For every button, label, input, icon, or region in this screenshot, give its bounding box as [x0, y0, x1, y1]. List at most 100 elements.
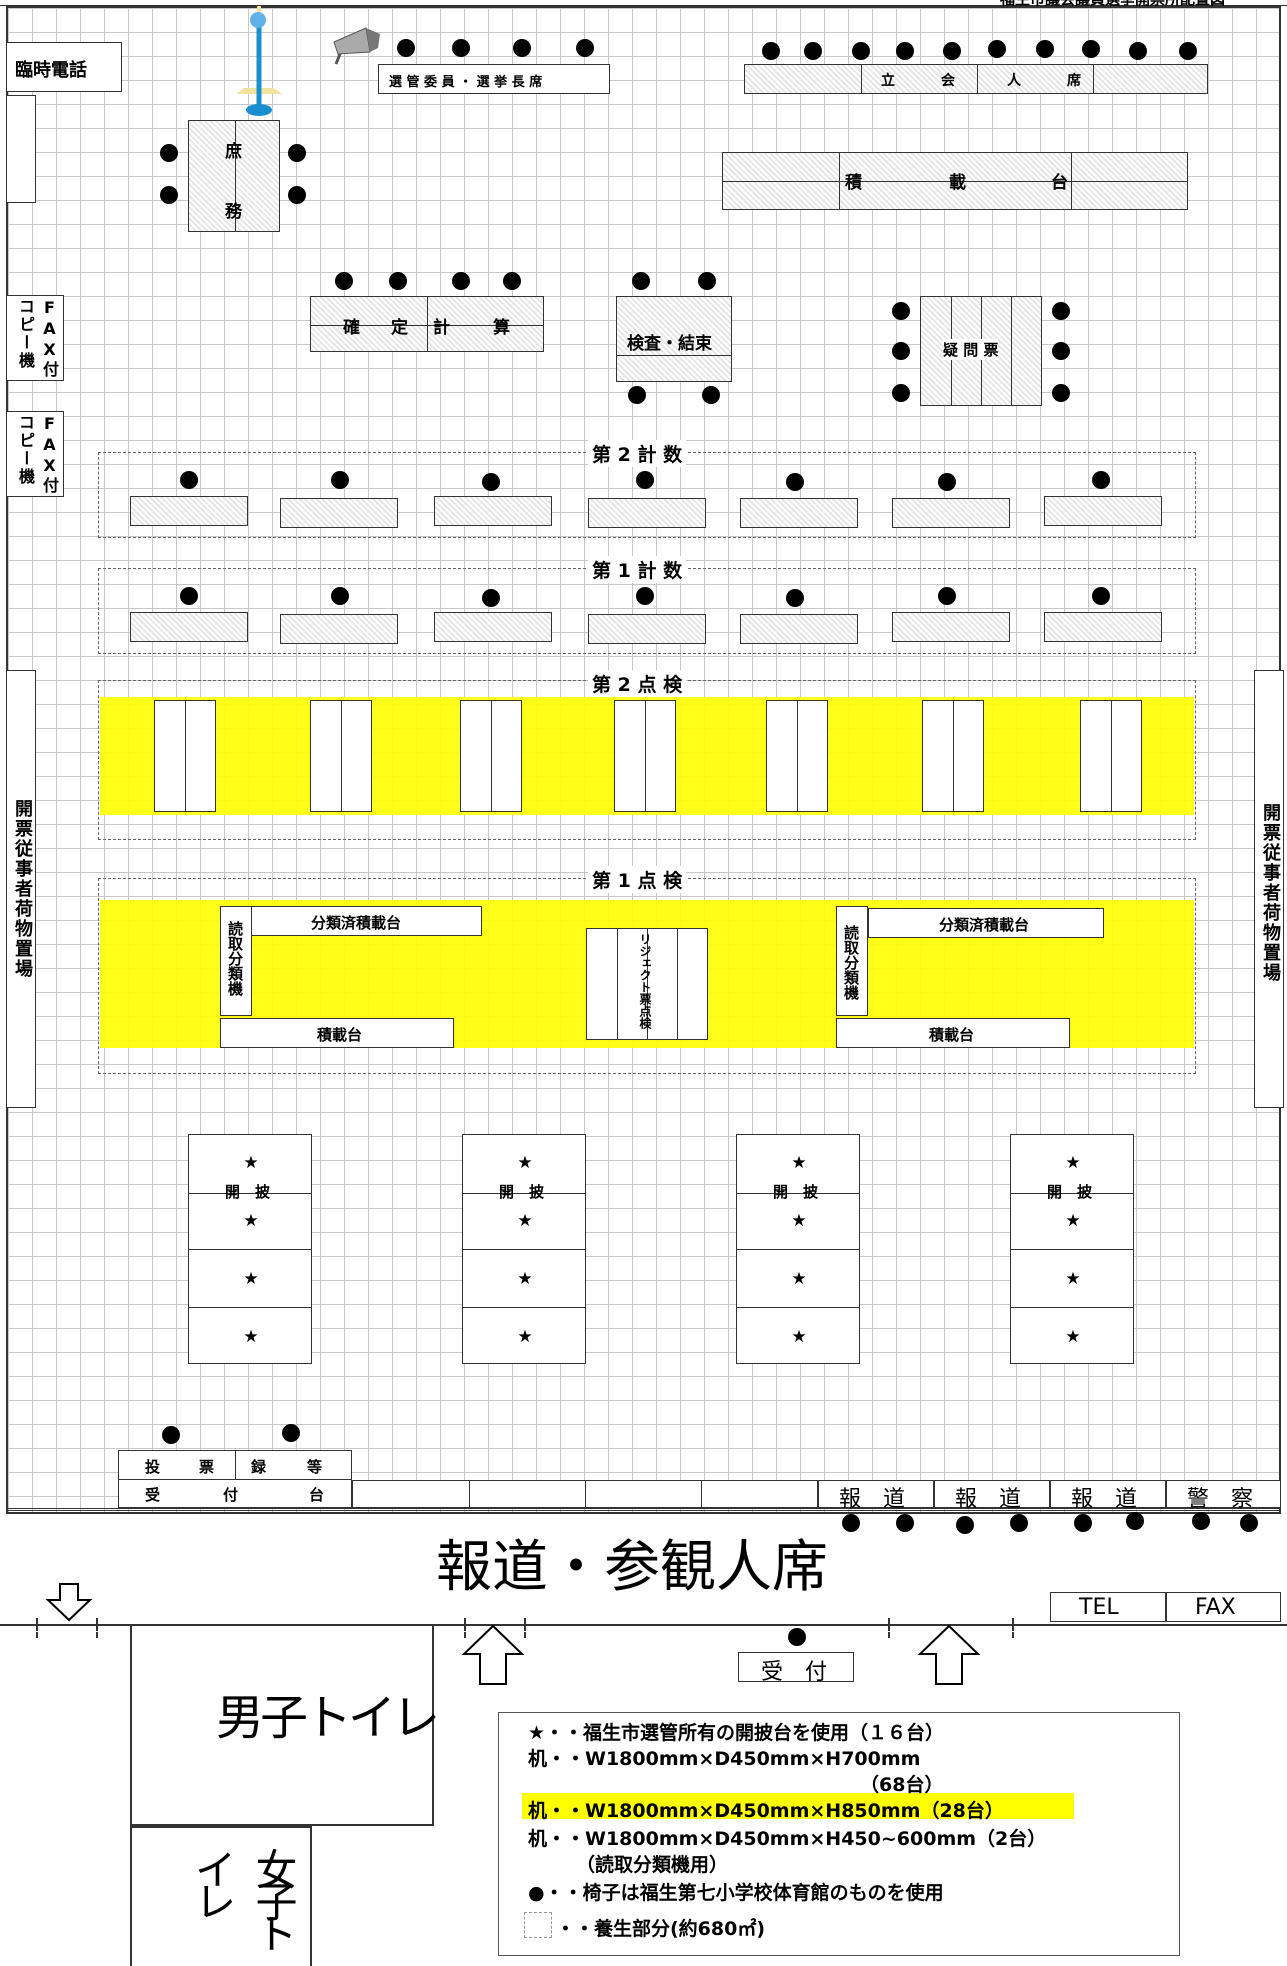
chair-icon [636, 587, 654, 605]
chair-icon [892, 302, 910, 320]
chair-icon [282, 1424, 300, 1442]
chair-icon [892, 384, 910, 402]
loading-label-3: 台 [1051, 173, 1068, 193]
male-toilet: 男子トイレ [130, 1624, 440, 1826]
chair-icon [160, 144, 178, 162]
reject-vdivider [677, 929, 678, 1039]
loading-label-2: 載 [949, 173, 966, 193]
chair-icon [956, 1516, 974, 1534]
reject-label: リジェクト票点検 [638, 933, 652, 1029]
reception-vdivider [235, 1451, 236, 1479]
open-divider [737, 1249, 859, 1250]
desk-divider [1111, 701, 1112, 811]
chair-icon [786, 589, 804, 607]
witness-label-1: 立 [881, 73, 895, 89]
copy-label-2: コピー機 [16, 414, 35, 486]
fax-box: FAX [1166, 1592, 1281, 1622]
chair-icon [482, 589, 500, 607]
reception-divider [119, 1479, 351, 1480]
chair-icon [1074, 1514, 1092, 1532]
header-title: 福生市議会議員選挙開票所配置図 [1000, 0, 1225, 9]
reception-r2-3: 台 [309, 1486, 325, 1504]
tel-label: TEL [1079, 1595, 1119, 1620]
chair-icon [938, 587, 956, 605]
star-icon: ★ [1065, 1211, 1081, 1231]
copy-label-1: コピー機 [16, 298, 35, 370]
microphone-icon [236, 6, 282, 116]
desk-divider [185, 701, 186, 811]
loading-desk-left: 積載台 [220, 1018, 454, 1048]
right-baggage-label: 開票従事者荷物置場 [1260, 803, 1281, 983]
sorted-loading-desk-right: 分類済積載台 [868, 908, 1104, 938]
general-divider [235, 121, 236, 231]
rail-divider [585, 1481, 586, 1507]
legend-box [498, 1712, 1180, 1956]
chair-icon [1052, 384, 1070, 402]
sorted-label-left: 分類済積載台 [311, 914, 402, 932]
check2-desk [766, 700, 828, 812]
copy-fax-1: コピー機 FAX付 [6, 295, 64, 381]
police-seat-label: 警 察 [1187, 1487, 1254, 1512]
chair-icon [1036, 40, 1054, 58]
open-table: ★ 開 披 ★ ★ ★ [1010, 1134, 1134, 1364]
star-icon: ★ [517, 1153, 533, 1173]
open-divider [189, 1249, 311, 1250]
sorted-loading-desk-left: 分類済積載台 [250, 906, 482, 936]
chair-icon [636, 471, 654, 489]
loading-label-left: 積載台 [317, 1026, 363, 1044]
phone-box: 臨時電話 [6, 42, 122, 92]
general-label-2: 務 [225, 202, 242, 222]
star-icon: ★ [791, 1153, 807, 1173]
entrance-reception-desk: 受 付 [738, 1652, 854, 1685]
female-toilet: 女子トイレ [130, 1826, 312, 1966]
chair-icon [335, 272, 353, 290]
right-baggage-area: 開票従事者荷物置場 [1254, 670, 1284, 1108]
check2-desk [1080, 700, 1142, 812]
header-bar [0, 0, 1287, 6]
legend-line-4: 机・・W1800mm×D450mm×H850mm（28台） [528, 1800, 1004, 1822]
questions-label: 疑 問 票 [943, 339, 999, 360]
check2-desk [154, 700, 216, 812]
star-icon: ★ [791, 1211, 807, 1231]
left-wall-table [6, 95, 36, 203]
chair-icon [896, 1514, 914, 1532]
door-marker [36, 1618, 38, 1638]
open-divider [463, 1193, 585, 1194]
count1-title: 第 1 計 数 [588, 556, 687, 583]
chair-icon [788, 1628, 806, 1646]
female-toilet-label: 女子トイレ [188, 1848, 298, 1944]
open-divider [463, 1307, 585, 1308]
chair-icon [1052, 342, 1070, 360]
count1-desk [892, 612, 1010, 642]
count2-desk [892, 498, 1010, 528]
count1-desk [280, 614, 398, 644]
open-divider [1011, 1249, 1133, 1250]
tel-box: TEL [1050, 1592, 1166, 1622]
final-calc-vdivider [427, 297, 428, 351]
press-rail-desk [352, 1480, 818, 1508]
chair-icon [1192, 1512, 1210, 1530]
count1-desk [1044, 612, 1162, 642]
chair-icon [1129, 42, 1147, 60]
legend-line-8: ・・養生部分(約680㎡) [556, 1918, 766, 1940]
star-icon: ★ [243, 1269, 259, 1289]
star-icon: ★ [517, 1211, 533, 1231]
loading-label-right: 積載台 [929, 1026, 975, 1044]
chair-icon [786, 473, 804, 491]
door-marker [1012, 1618, 1014, 1638]
reject-vdivider [617, 929, 618, 1039]
open-divider [463, 1249, 585, 1250]
chair-icon [180, 587, 198, 605]
star-icon: ★ [243, 1211, 259, 1231]
fax-label-2: FAX付 [40, 414, 59, 495]
count1-desk [130, 612, 248, 642]
chair-icon [1126, 1512, 1144, 1530]
count2-desk [740, 498, 858, 528]
press-seat-label: 報 道 [955, 1487, 1022, 1512]
desk-divider [645, 701, 646, 811]
chair-icon [452, 39, 470, 57]
reject-vdivider [647, 929, 648, 1039]
legend-line-6: （読取分類機用） [576, 1854, 729, 1876]
witness-label-4: 席 [1067, 73, 1081, 89]
general-label-1: 庶 [225, 142, 242, 162]
